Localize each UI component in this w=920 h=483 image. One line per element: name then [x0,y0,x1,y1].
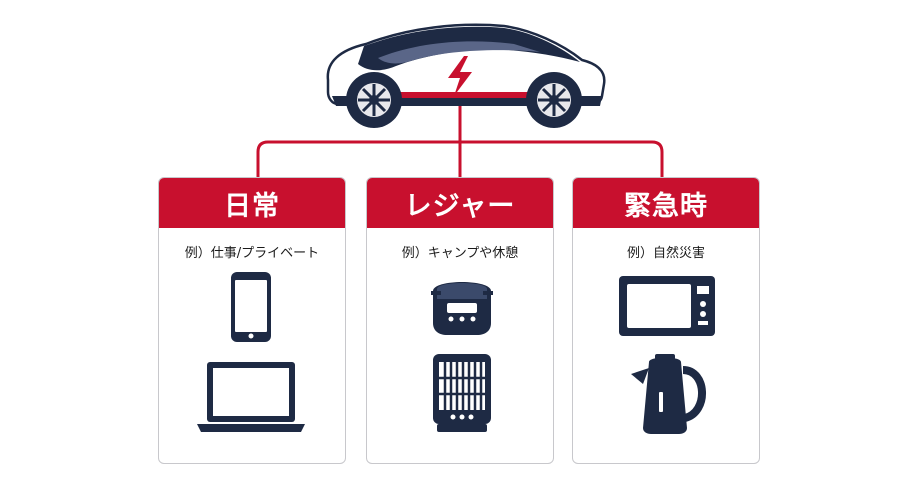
card-daily: 日常 例）仕事/プライベート [158,177,346,464]
card-title: 緊急時 [573,178,759,228]
electric-kettle-icon [631,354,706,434]
card-example: 例）キャンプや休憩 [401,246,519,261]
rear-wheel [526,72,582,128]
rice-cooker-icon [431,282,493,335]
electric-car-icon [326,23,606,128]
card-emergency: 緊急時 例）自然災害 [572,177,760,464]
card-title: レジャー [367,178,553,228]
lightning-bolt-icon [448,56,472,96]
card-example: 例）自然災害 [626,246,705,261]
smartphone-icon [231,272,271,342]
front-wheel [346,72,402,128]
microwave-icon [619,276,715,336]
laptop-icon [197,362,305,432]
card-example: 例）仕事/プライベート [184,246,320,261]
card-title: 日常 [159,178,345,228]
electric-heater-icon [433,354,491,432]
card-leisure: レジャー 例）キャンプや休憩 [366,177,554,464]
connector-branch [256,140,664,177]
